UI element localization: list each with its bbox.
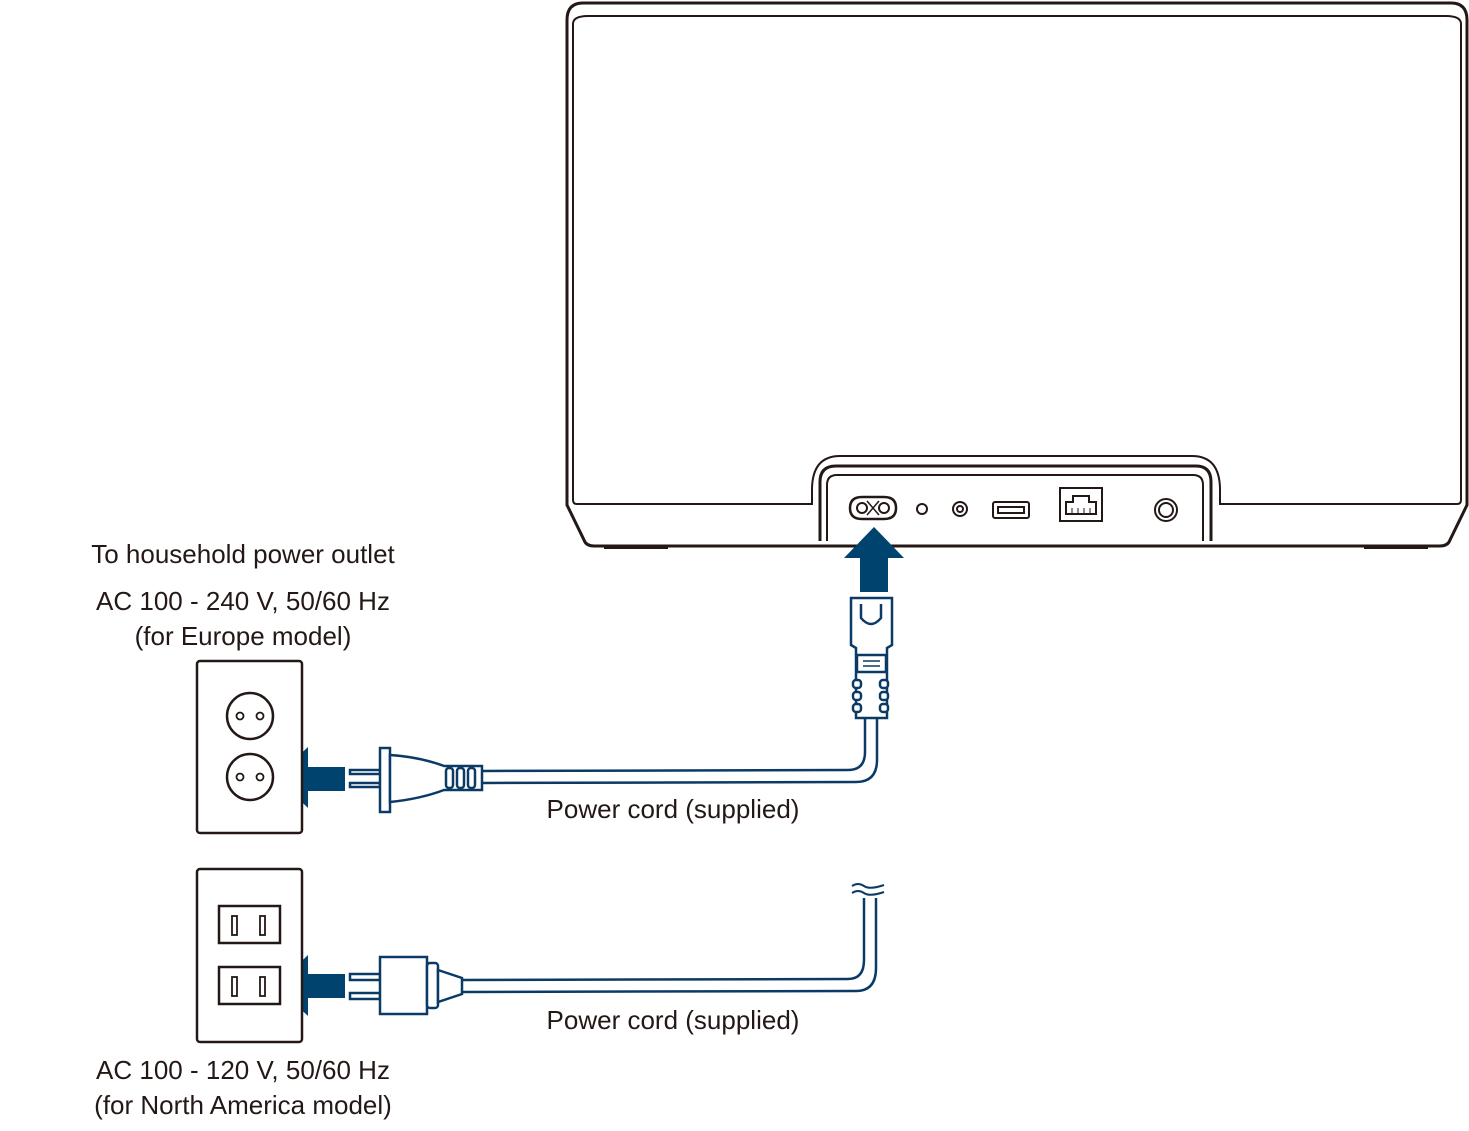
north-america-outlet-icon [195,867,304,1044]
north-america-power-cord [348,883,885,1016]
cord-north-america-label: Power cord (supplied) [547,1005,800,1035]
speaker-inner-line [572,15,1462,505]
rear-connectors [848,487,1178,522]
north-america-voltage-label: AC 100 - 120 V, 50/60 Hz [96,1055,390,1085]
europe-model-label: (for Europe model) [135,621,352,651]
outlet-heading: To household power outlet [91,539,395,569]
button-hole-icon [916,503,928,515]
aux-jack-icon [952,501,968,517]
cord-break-icon [851,883,885,896]
iec-connector-icon [849,596,894,720]
usb-port-icon [992,501,1030,519]
speaker-foot-right [1364,545,1428,549]
labels: To household power outlet AC 100 - 240 V… [91,539,799,1120]
europe-power-cord [348,596,894,814]
speaker-foot-left [604,545,668,549]
rear-panel-inner [826,474,1204,541]
ethernet-port-icon [1059,487,1103,522]
north-america-model-label: (for North America model) [94,1090,392,1120]
europe-outlet-icon [195,659,304,835]
north-america-plug-icon [348,955,464,1016]
ac-inlet-icon [848,495,898,521]
dc-jack-icon [1154,498,1178,522]
speaker-body [565,1,1469,548]
speaker-unit [565,1,1469,549]
cord-europe-label: Power cord (supplied) [547,794,800,824]
arrow-up-to-inlet [844,527,904,592]
rear-panel [818,464,1213,541]
europe-voltage-label: AC 100 - 240 V, 50/60 Hz [96,586,390,616]
europe-plug-icon [348,746,484,814]
